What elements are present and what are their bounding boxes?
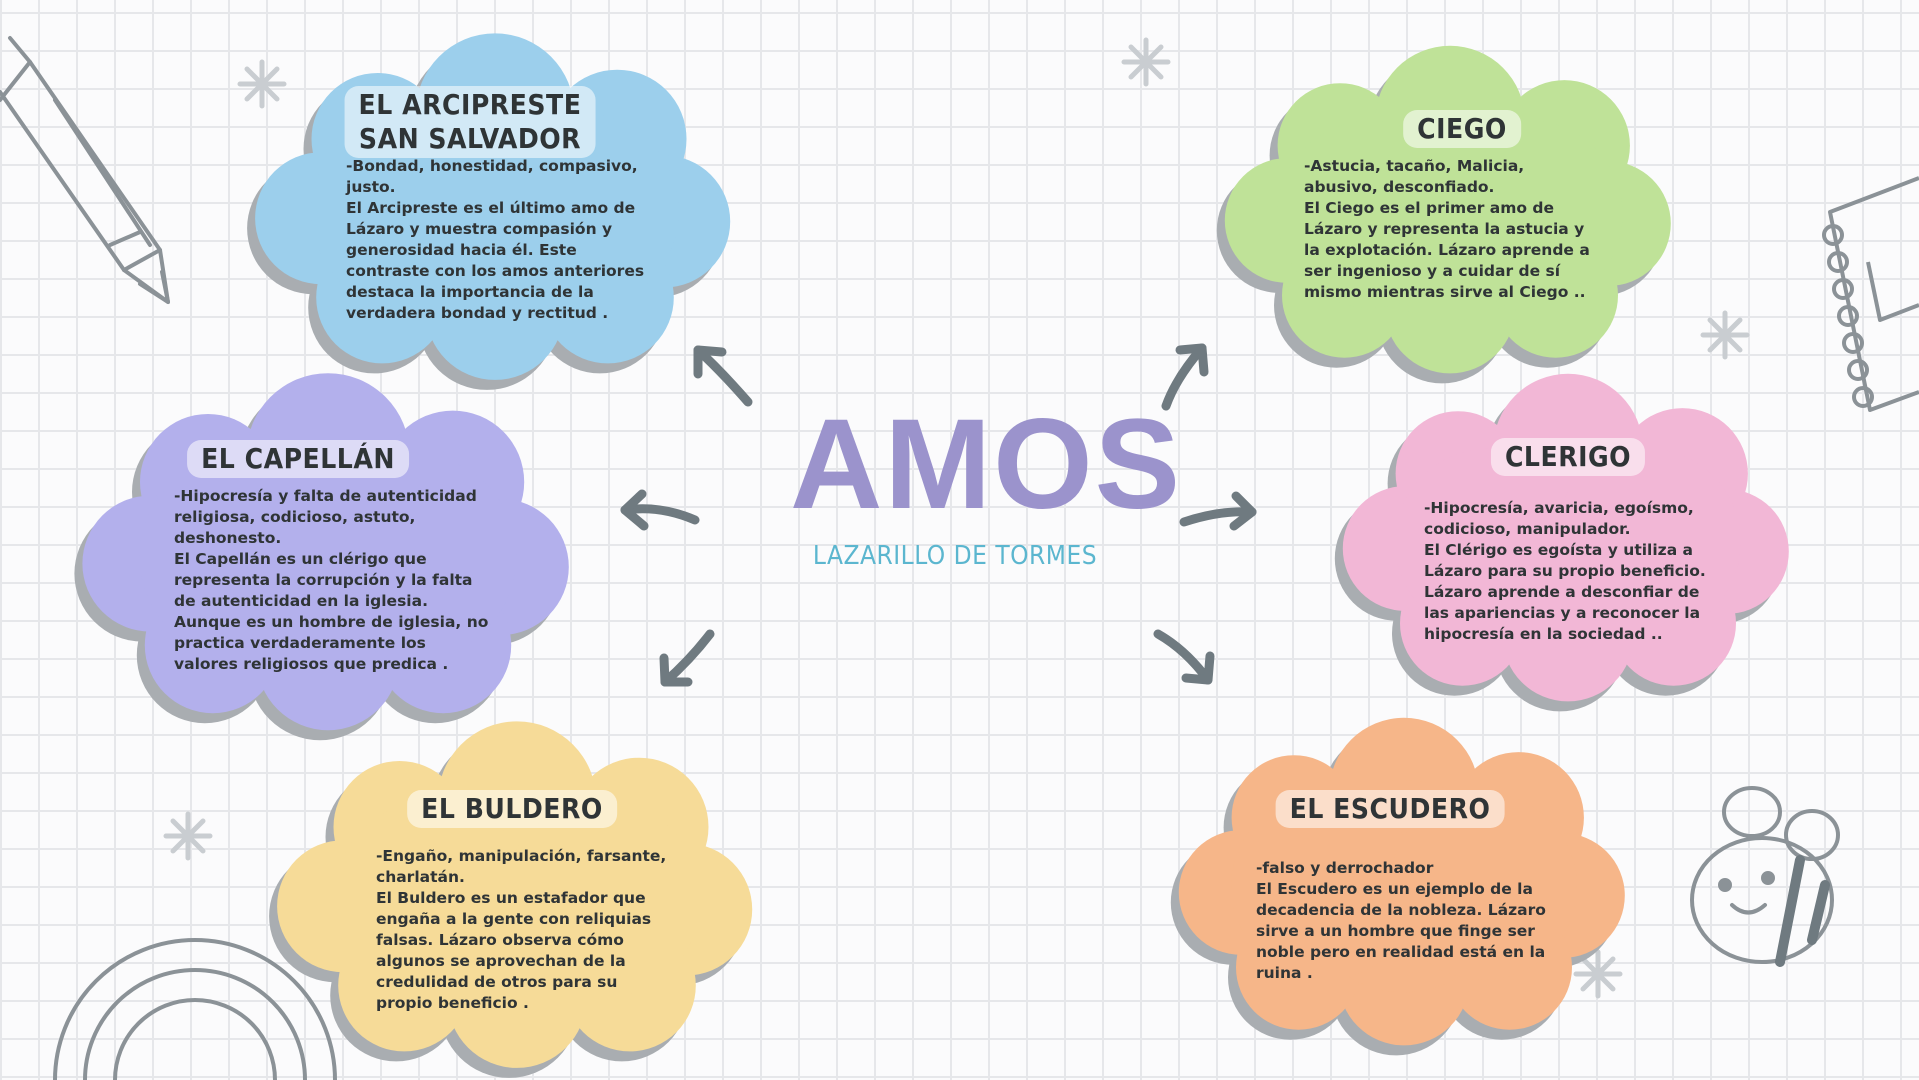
pencil-icon: [0, 36, 170, 304]
rainbow-icon: [53, 938, 337, 1080]
node-text: -falso y derrochador El Escudero es un e…: [1256, 859, 1546, 982]
notebook-icon: [1822, 176, 1919, 412]
cloud-shape: [1334, 373, 1789, 712]
node-text: -Bondad, honestidad, compasivo, justo. E…: [346, 157, 645, 322]
cloud-node-capellan: EL CAPELLÁN -Hipocresía y falta de auten…: [74, 373, 569, 741]
sparkle-icons: [163, 37, 1750, 999]
connector-arrows: [620, 343, 1257, 687]
cloud-shape: [74, 373, 569, 741]
node-title: CIEGO: [1403, 110, 1521, 148]
node-title: EL BULDERO: [407, 790, 617, 828]
bee-icon: [1690, 786, 1840, 967]
cloud-fill: [277, 721, 753, 1068]
arrow-to-arcipreste: [693, 345, 753, 407]
node-title: EL CAPELLÁN: [187, 440, 409, 478]
arrow-to-capellan: [620, 489, 700, 531]
node-title: EL ARCIPRESTE SAN SALVADOR: [344, 86, 596, 158]
node-text: -Hipocresía y falta de autenticidad reli…: [174, 487, 489, 673]
arrow-to-buldero: [659, 629, 715, 687]
cloud-fill: [1342, 373, 1789, 702]
node-text: -Engaño, manipulación, farsante, charlat…: [376, 847, 667, 1012]
cloud-node-arcipreste: EL ARCIPRESTE SAN SALVADOR -Bondad, hone…: [247, 33, 731, 390]
page-title: AMOS: [790, 393, 1182, 536]
cloud-node-buldero: EL BULDERO -Engaño, manipulación, farsan…: [269, 721, 753, 1078]
arrow-to-ciego: [1161, 343, 1209, 411]
node-title: CLERIGO: [1490, 438, 1646, 476]
cloud-node-clerigo: CLERIGO -Hipocresía, avaricia, egoísmo, …: [1334, 373, 1789, 712]
node-text: -Astucia, tacaño, Malicia, abusivo, desc…: [1304, 157, 1590, 301]
arrow-to-clerigo: [1179, 491, 1257, 531]
page-subtitle: LAZARILLO DE TORMES: [812, 541, 1098, 571]
node-text: -Hipocresía, avaricia, egoísmo, codicios…: [1424, 499, 1706, 643]
cloud-node-escudero: EL ESCUDERO -falso y derrochador El Escu…: [1170, 717, 1625, 1056]
cloud-shape: [269, 721, 753, 1078]
node-title: EL ESCUDERO: [1275, 790, 1505, 828]
cloud-node-ciego: CIEGO -Astucia, tacaño, Malicia, abusivo…: [1216, 45, 1671, 384]
arrow-to-escudero: [1153, 629, 1215, 685]
